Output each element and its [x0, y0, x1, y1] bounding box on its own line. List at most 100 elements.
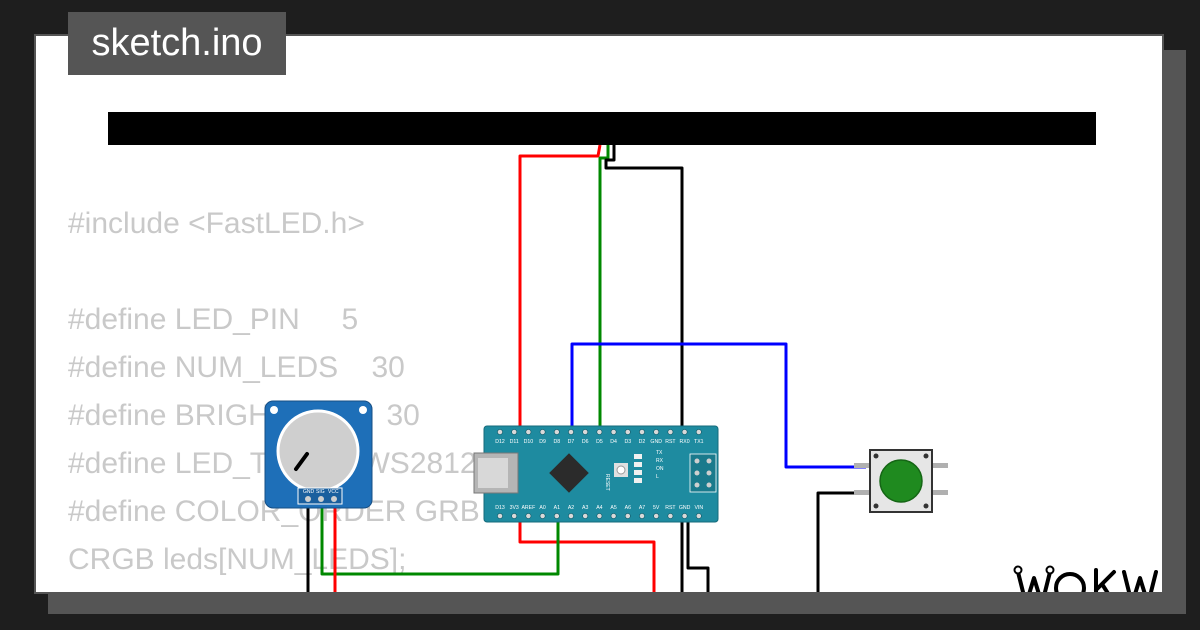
code-preview: #include <FastLED.h> #define LED_PIN 5 #de… — [68, 200, 497, 584]
led-rx — [634, 462, 642, 467]
code-line: #include <FastLED.h> — [68, 207, 365, 240]
nano-top-pin-label: RST — [665, 439, 676, 445]
wire-green-pot-signal[interactable] — [320, 500, 560, 576]
nano-top-pin-d2[interactable] — [639, 429, 645, 435]
nano-top-pin-label: TX1 — [694, 439, 704, 445]
nano-bottom-pin-a0[interactable] — [539, 513, 546, 519]
led-strip[interactable] — [108, 112, 1096, 145]
sketch-title: sketch.ino — [68, 12, 286, 75]
preview-card: #include <FastLED.h> #define LED_PIN 5 #de… — [34, 34, 1164, 594]
nano-bottom-pin-a7[interactable] — [639, 513, 645, 519]
nano-top-pin-label: D4 — [610, 439, 617, 445]
nano-bottom-pin-label: A5 — [610, 505, 616, 511]
push-button-cap[interactable] — [879, 459, 923, 503]
wire-black-button-ground[interactable] — [816, 491, 866, 594]
nano-bottom-pin-3v3[interactable] — [511, 513, 518, 519]
icsp-header — [689, 453, 717, 493]
led-label-l: L — [656, 474, 659, 480]
nano-top-pin-d5[interactable] — [596, 429, 603, 435]
nano-top-pin-d6[interactable] — [582, 429, 589, 435]
pot-pin-label-sig: SIG — [316, 489, 325, 495]
nano-bottom-pin-a5[interactable] — [610, 513, 617, 519]
nano-top-pin-label: GND — [650, 439, 662, 445]
nano-bottom-pin-label: A1 — [554, 505, 560, 511]
microcontroller-chip — [549, 453, 589, 493]
nano-top-pin-d8[interactable] — [553, 429, 560, 435]
nano-bottom-pin-a6[interactable] — [624, 513, 631, 519]
code-line: CRGB leds[NUM_LEDS]; — [68, 543, 407, 576]
code-line: #define NUM_LEDS 30 — [68, 351, 405, 384]
nano-bottom-pin-label: A7 — [639, 505, 645, 511]
nano-bottom-pin-rst[interactable] — [667, 513, 674, 519]
wire-blue-button[interactable] — [570, 342, 866, 469]
pot-pin-gnd[interactable] — [305, 496, 311, 502]
led-label-on: ON — [656, 466, 664, 472]
nano-bottom-pin-d13[interactable] — [497, 513, 503, 519]
nano-bottom-pin-label: VIN — [694, 505, 703, 511]
nano-top-pin-row — [497, 429, 702, 435]
wire-red-power[interactable] — [518, 144, 656, 594]
nano-bottom-pin-5v[interactable] — [653, 513, 660, 519]
nano-top-pin-label: D8 — [553, 439, 560, 445]
nano-top-pin-label: D12 — [495, 439, 505, 445]
nano-bottom-pin-aref[interactable] — [525, 513, 532, 519]
nano-bottom-pin-label: 5V — [653, 505, 660, 511]
nano-bottom-pin-label: A3 — [582, 505, 588, 511]
nano-bottom-pin-gnd[interactable] — [681, 513, 688, 519]
nano-top-pin-rx0[interactable] — [681, 429, 688, 435]
nano-bottom-pin-label: RST — [665, 505, 676, 511]
pot-pin-vcc[interactable] — [331, 496, 337, 502]
nano-top-pin-d11[interactable] — [511, 429, 518, 435]
wire-green-data[interactable] — [598, 145, 610, 434]
nano-top-pin-d12[interactable] — [497, 429, 503, 435]
wire-black-nano-ground[interactable] — [686, 518, 710, 594]
nano-bottom-pin-a4[interactable] — [596, 513, 603, 519]
nano-bottom-pin-vin[interactable] — [695, 513, 702, 519]
wire-black-ground[interactable] — [604, 145, 684, 594]
pot-pin-label-gnd: GND — [303, 489, 315, 495]
nano-top-pin-d10[interactable] — [525, 429, 532, 435]
code-line: #define LED_PIN 5 — [68, 303, 359, 336]
nano-top-pin-d9[interactable] — [539, 429, 546, 435]
nano-top-pin-tx1[interactable] — [695, 429, 702, 435]
nano-bottom-pin-row — [497, 513, 702, 519]
nano-top-pin-label: D11 — [510, 439, 519, 445]
nano-top-pin-d7[interactable] — [568, 429, 574, 435]
nano-top-pin-d3[interactable] — [624, 429, 631, 435]
nano-bottom-pin-label: D13 — [495, 505, 505, 511]
nano-top-pin-label: D5 — [596, 439, 603, 445]
nano-top-pin-label: D7 — [568, 439, 575, 445]
nano-top-pin-label: D10 — [524, 439, 534, 445]
pot-pin-label-vcc: VCC — [328, 489, 339, 495]
nano-bottom-pin-a2[interactable] — [568, 513, 574, 519]
potentiometer[interactable]: GND SIG VCC — [264, 400, 373, 509]
nano-bottom-pin-a1[interactable] — [553, 513, 560, 519]
pot-pin-sig[interactable] — [318, 496, 324, 502]
nano-top-pin-label: D6 — [582, 439, 589, 445]
nano-bottom-pin-a3[interactable] — [582, 513, 589, 519]
led-label-rx: RX — [656, 458, 664, 464]
potentiometer-knob[interactable] — [276, 409, 360, 493]
wokwi-logo — [1013, 565, 1158, 592]
nano-bottom-pin-label: AREF — [521, 505, 535, 511]
nano-bottom-pin-label: A6 — [625, 505, 631, 511]
potentiometer-indicator — [294, 452, 309, 471]
nano-top-pin-label: D2 — [639, 439, 646, 445]
led-l — [634, 478, 642, 483]
nano-top-pin-label: D9 — [539, 439, 546, 445]
nano-bottom-pin-label: GND — [679, 505, 691, 511]
led-label-tx: TX — [656, 450, 663, 456]
nano-bottom-pin-label: A2 — [568, 505, 574, 511]
nano-top-pin-d4[interactable] — [610, 429, 617, 435]
nano-bottom-pin-label: A0 — [539, 505, 545, 511]
nano-top-pin-rst[interactable] — [667, 429, 674, 435]
led-tx — [634, 454, 642, 459]
reset-label: RESET — [604, 474, 610, 491]
nano-top-pin-label: RX0 — [680, 439, 690, 445]
push-button[interactable] — [854, 449, 948, 513]
nano-top-pin-gnd[interactable] — [653, 429, 660, 435]
